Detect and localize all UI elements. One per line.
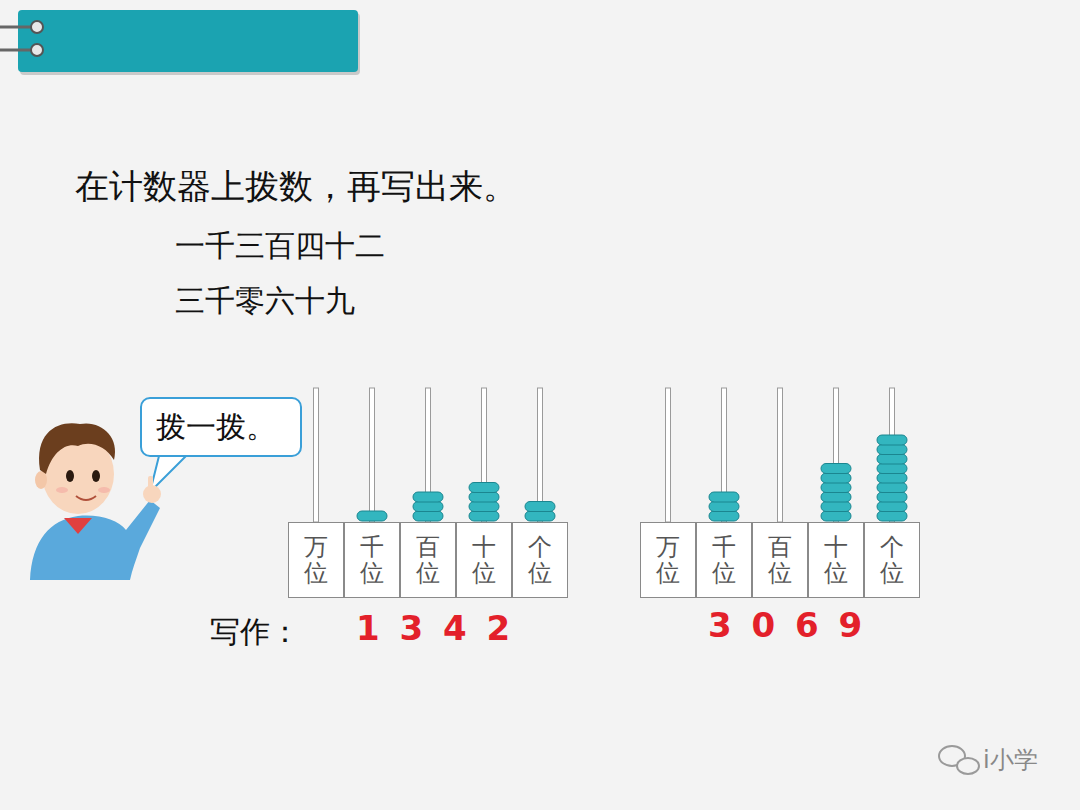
- place-value-cell: 个位: [512, 522, 568, 598]
- abacus-bead: [413, 502, 443, 512]
- abacus-bead: [877, 492, 907, 502]
- watermark: i小学: [983, 744, 1038, 776]
- abacus-bead: [821, 464, 851, 474]
- abacus-bead: [821, 502, 851, 512]
- abacus-rod: [666, 388, 671, 522]
- abacus-rods: [314, 388, 908, 522]
- abacus-bead: [469, 511, 499, 521]
- abacus-bead: [877, 502, 907, 512]
- abacus-bead: [709, 502, 739, 512]
- abacus-bead: [877, 483, 907, 493]
- abacus-bead: [877, 464, 907, 474]
- place-value-cell: 千位: [696, 522, 752, 598]
- abacus-bead: [877, 473, 907, 483]
- place-value-cell: 十位: [808, 522, 864, 598]
- place-name: 万位: [304, 534, 328, 587]
- place-name: 十位: [824, 534, 848, 587]
- abacus-rod: [314, 388, 319, 522]
- abacus-bead: [413, 492, 443, 502]
- answer-number: 3 0 6 9: [708, 605, 866, 645]
- abacus-rod: [370, 388, 375, 522]
- abacus-bead: [469, 502, 499, 512]
- abacus-rod: [778, 388, 783, 522]
- place-value-cell: 百位: [752, 522, 808, 598]
- place-value-cell: 十位: [456, 522, 512, 598]
- abacus-bead: [413, 511, 443, 521]
- abacus-bead: [821, 492, 851, 502]
- place-value-cell: 万位: [288, 522, 344, 598]
- speech-bubble: 拨一拨。: [140, 397, 302, 457]
- answer-number: 1 3 4 2: [356, 608, 514, 648]
- number-words: 三千零六十九: [175, 281, 355, 322]
- abacus-bead: [709, 511, 739, 521]
- header-bar: [18, 10, 358, 72]
- place-name: 个位: [880, 534, 904, 587]
- abacus-bead: [469, 492, 499, 502]
- speech-text: 拨一拨。: [156, 407, 276, 448]
- abacus-bead: [821, 483, 851, 493]
- abacus-bead: [877, 435, 907, 445]
- abacus-bead: [357, 511, 387, 521]
- instruction-title: 在计数器上拨数，再写出来。: [75, 164, 517, 210]
- place-value-cell: 百位: [400, 522, 456, 598]
- abacus-bead: [469, 483, 499, 493]
- watermark-icon: [939, 746, 979, 774]
- place-name: 千位: [712, 534, 736, 587]
- abacus-bead: [821, 511, 851, 521]
- write-label: 写作：: [210, 612, 300, 653]
- abacus-bead: [821, 473, 851, 483]
- place-value-cell: 个位: [864, 522, 920, 598]
- place-name: 十位: [472, 534, 496, 587]
- place-value-cell: 千位: [344, 522, 400, 598]
- abacus-bead: [525, 502, 555, 512]
- abacus-bead: [877, 454, 907, 464]
- place-name: 个位: [528, 534, 552, 587]
- binder-rings: [0, 21, 43, 56]
- abacus-bead: [877, 445, 907, 455]
- place-name: 千位: [360, 534, 384, 587]
- abacus-bead: [525, 511, 555, 521]
- place-name: 百位: [416, 534, 440, 587]
- number-words: 一千三百四十二: [175, 226, 385, 267]
- abacus-bead: [877, 511, 907, 521]
- place-name: 万位: [656, 534, 680, 587]
- place-name: 百位: [768, 534, 792, 587]
- place-value-cell: 万位: [640, 522, 696, 598]
- abacus-bead: [709, 492, 739, 502]
